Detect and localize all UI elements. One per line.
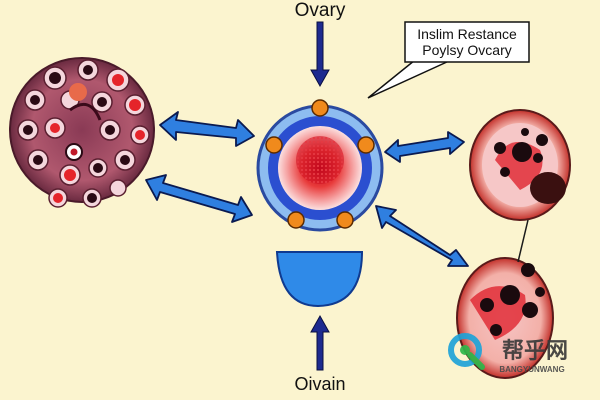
arrow-lower-right	[375, 205, 469, 267]
center-follicles	[265, 99, 375, 229]
arrow-bottom-up	[310, 314, 330, 371]
watermark-logo-icon	[460, 345, 470, 355]
arrow-right	[384, 131, 465, 163]
watermark-cn: 帮乎网	[502, 338, 568, 364]
left-follicles	[17, 59, 150, 208]
label-bottom: Oivain	[294, 374, 345, 394]
arrow-left-upper	[159, 111, 255, 147]
left-ovary-tissue	[9, 57, 155, 208]
arrow-top-down	[310, 21, 330, 88]
callout-line2: Poylsy Ovcary	[422, 42, 511, 58]
navy-arrows	[310, 21, 330, 371]
watermark: 帮乎网 BANGYUNWANG	[448, 333, 568, 374]
uterus-shape	[275, 251, 364, 308]
central-ovary	[256, 99, 384, 232]
callout: Inslim Restance Poylsy Ovcary	[367, 21, 530, 99]
watermark-en: BANGYUNWANG	[499, 365, 564, 374]
blue-arrows	[145, 111, 469, 267]
label-top: Ovary	[295, 0, 346, 21]
right-top-cell	[469, 109, 571, 221]
callout-line1: Inslim Restance	[417, 26, 517, 42]
arrow-left-lower	[145, 174, 253, 223]
connector-line	[517, 219, 529, 263]
